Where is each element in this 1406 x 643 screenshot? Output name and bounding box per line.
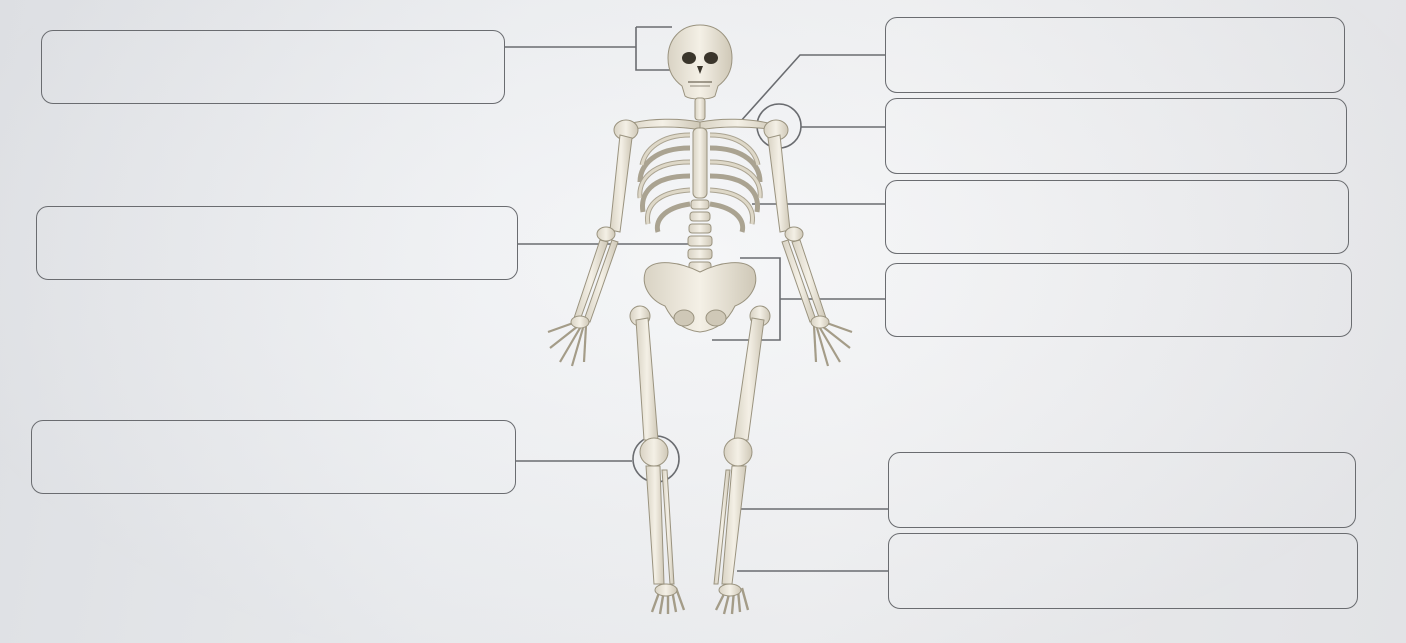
label-box-pelvis[interactable] xyxy=(885,263,1352,337)
left-humerus-bone xyxy=(610,135,632,232)
right-hand-bone xyxy=(814,322,852,366)
label-box-fibula[interactable] xyxy=(888,533,1358,609)
pelvis-bone xyxy=(644,263,756,332)
skeleton-figure xyxy=(548,25,852,614)
right-femur-bone xyxy=(734,318,764,440)
right-humerus-bone xyxy=(768,135,790,232)
label-box-tibia[interactable] xyxy=(888,452,1356,528)
label-box-rib-cage[interactable] xyxy=(885,180,1349,254)
label-box-clavicle[interactable] xyxy=(885,17,1345,93)
left-femur-bone xyxy=(636,318,658,440)
left-tibia-bone xyxy=(646,466,664,584)
label-box-skull[interactable] xyxy=(41,30,505,104)
left-hand-bone xyxy=(548,322,586,366)
label-box-vertebral-column[interactable] xyxy=(36,206,518,280)
skull-bone xyxy=(668,25,732,99)
skull-leader-line xyxy=(505,27,672,70)
label-box-knee-joint[interactable] xyxy=(31,420,516,494)
vertebral-column-bone xyxy=(688,200,712,272)
label-box-shoulder-joint[interactable] xyxy=(885,98,1347,174)
